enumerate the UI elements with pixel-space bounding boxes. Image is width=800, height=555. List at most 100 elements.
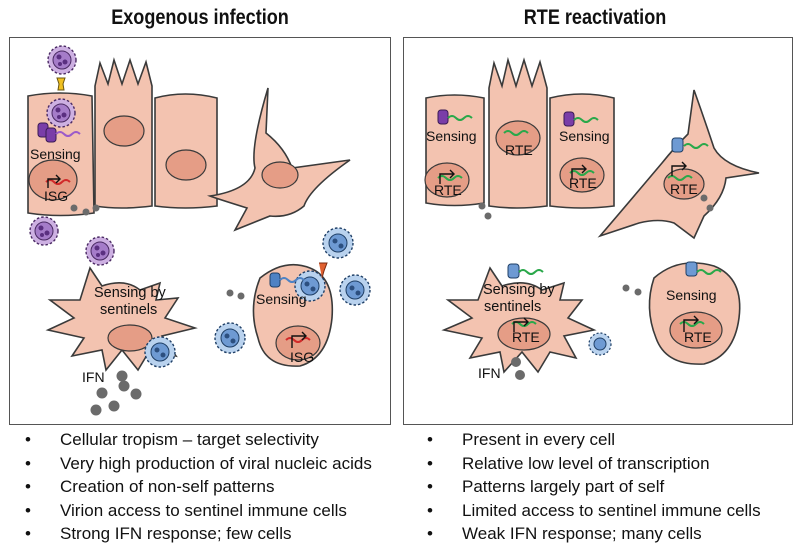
virion-blue-icon: [588, 332, 612, 356]
right-panel-title: RTE reactivation: [523, 6, 667, 29]
ifn-particle-icon: [706, 204, 714, 212]
rte-reactivation-bullets: • Present in every cell • Relative low lev…: [418, 428, 761, 546]
rna-strand-icon: [573, 117, 599, 123]
rna-strand-icon: [503, 130, 529, 136]
ifn-particle-icon: [700, 194, 708, 202]
rna-strand-icon: [279, 277, 305, 283]
sensing-label: Sensing: [30, 146, 81, 162]
promoter-arrow-icon: [513, 317, 529, 332]
virion-purple-icon: [29, 216, 59, 246]
list-item: •Limited access to sentinel immune cells: [418, 499, 761, 523]
list-item: • Weak IFN response; many cells: [418, 522, 761, 546]
list-item: • Present in every cell: [418, 428, 761, 452]
promoter-arrow-icon: [683, 315, 699, 332]
rna-strand-icon: [447, 115, 473, 121]
list-item: • Virion access to sentinel immune cells: [16, 499, 372, 523]
receptor-icon: [56, 77, 66, 91]
list-item: • Very high production of viral nucleic a…: [16, 452, 372, 476]
ifn-particle-icon: [511, 357, 521, 367]
nucleus: [103, 115, 145, 147]
ifn-particle-icon: [226, 289, 234, 297]
infected-sensing-label: Sensing: [256, 291, 307, 307]
bullet-icon: •: [25, 477, 31, 496]
ifn-particle-icon: [484, 212, 492, 220]
round-sensing-label: Sensing: [666, 287, 717, 303]
cell2-rte-label: RTE: [505, 142, 533, 158]
bullet-icon: •: [25, 453, 31, 473]
rna-strand-icon: [437, 175, 463, 181]
ifn-particle-icon: [622, 284, 630, 292]
virion-blue-icon: [144, 336, 176, 368]
rna-strand-icon: [569, 170, 595, 176]
rna-strand-icon: [683, 143, 709, 149]
sensor-protein-icon: [45, 127, 57, 143]
nucleus: [165, 149, 207, 181]
cell1-rte-label: RTE: [434, 182, 462, 198]
cell1-sensing-label: Sensing: [426, 128, 477, 144]
sensor-protein-icon: [507, 263, 520, 279]
ifn-particle-icon: [118, 380, 130, 392]
list-item: • Relative low level of transcription: [418, 452, 761, 476]
nucleus: [669, 311, 723, 349]
bullet-text: Very high production of viral nucleic ac…: [60, 453, 372, 473]
rna-strand-icon: [55, 131, 81, 137]
sensor-protein-icon: [269, 272, 281, 288]
rte-reactivation-panel: Sensing RTE RTE Sensing RTE RTE Sensing …: [403, 37, 793, 425]
nucleus: [495, 120, 541, 156]
exogenous-infection-panel: Sensing ISG Sensing by sentinels Sensing…: [9, 37, 391, 425]
round-rte-label: RTE: [684, 329, 712, 345]
rte-reactivation-diagram: Sensing RTE RTE Sensing RTE RTE Sensing …: [424, 56, 760, 381]
bullet-text: Present in every cell: [462, 430, 616, 449]
bullet-text: Strong IFN response; few cells: [60, 524, 292, 543]
cell3-rte-label: RTE: [569, 175, 597, 191]
ifn-particle-icon: [515, 370, 525, 380]
ifn-particle-icon: [237, 292, 245, 300]
rna-strand-icon: [285, 337, 311, 343]
bullet-icon: •: [427, 430, 433, 449]
ifn-particle-icon: [70, 204, 78, 212]
ifn-particle-icon: [90, 404, 102, 416]
sensor-protein-icon: [437, 109, 449, 125]
ifn-particle-icon: [478, 202, 486, 210]
sentinel-label-line2: sentinels: [100, 302, 157, 318]
virion-blue-icon: [322, 227, 354, 259]
sensor-protein-icon: [563, 111, 575, 127]
ifn-particle-icon: [634, 288, 642, 296]
bullet-icon: •: [427, 453, 433, 473]
ifn-particle-icon: [92, 204, 100, 212]
ifn-particle-icon: [108, 400, 120, 412]
ifn-particle-icon: [116, 370, 128, 382]
receptor-icon: [319, 262, 328, 279]
list-item: • Creation of non-self patterns: [16, 475, 372, 499]
bullet-text: Relative low level of transcription: [462, 453, 710, 473]
list-item: •Patterns largely part of self: [418, 475, 761, 499]
virion-purple-icon: [46, 98, 76, 128]
sentinel-rte-label: RTE: [512, 329, 540, 345]
bullet-icon: •: [427, 524, 433, 543]
bullet-icon: •: [25, 430, 31, 449]
promoter-arrow-icon: [571, 164, 587, 179]
bullet-icon: •: [25, 524, 31, 543]
neuron-cell: [597, 89, 760, 240]
exogenous-infection-bullets: •Cellular tropism – target selectivity •…: [16, 428, 372, 546]
promoter-arrow-icon: [439, 169, 455, 184]
promoter-arrow-icon: [291, 331, 307, 348]
isg-label-top: ISG: [44, 188, 68, 204]
promoter-arrow-icon: [47, 174, 61, 188]
bullet-text: Virion access to sentinel immune cells: [60, 500, 347, 520]
bullet-text: Creation of non-self patterns: [60, 477, 275, 496]
virion-purple-icon: [47, 45, 77, 75]
virion-blue-icon: [339, 274, 371, 306]
rna-strand-icon: [518, 269, 544, 275]
neuron-cell: [206, 87, 351, 232]
bullet-text: Patterns largely part of self: [462, 477, 665, 496]
list-item: • Strong IFN response; few cells: [16, 522, 372, 546]
bullet-text: Weak IFN response; many cells: [462, 524, 702, 543]
sensor-protein-icon: [685, 261, 698, 277]
sentinel-label-line1: Sensing by: [483, 282, 555, 298]
bullet-text: Limited access to sentinel immune cells: [462, 500, 761, 520]
promoter-arrow-icon: [671, 161, 687, 176]
rna-strand-icon: [696, 269, 722, 275]
ifn-particle-icon: [130, 388, 142, 400]
bullet-icon: •: [25, 500, 31, 520]
